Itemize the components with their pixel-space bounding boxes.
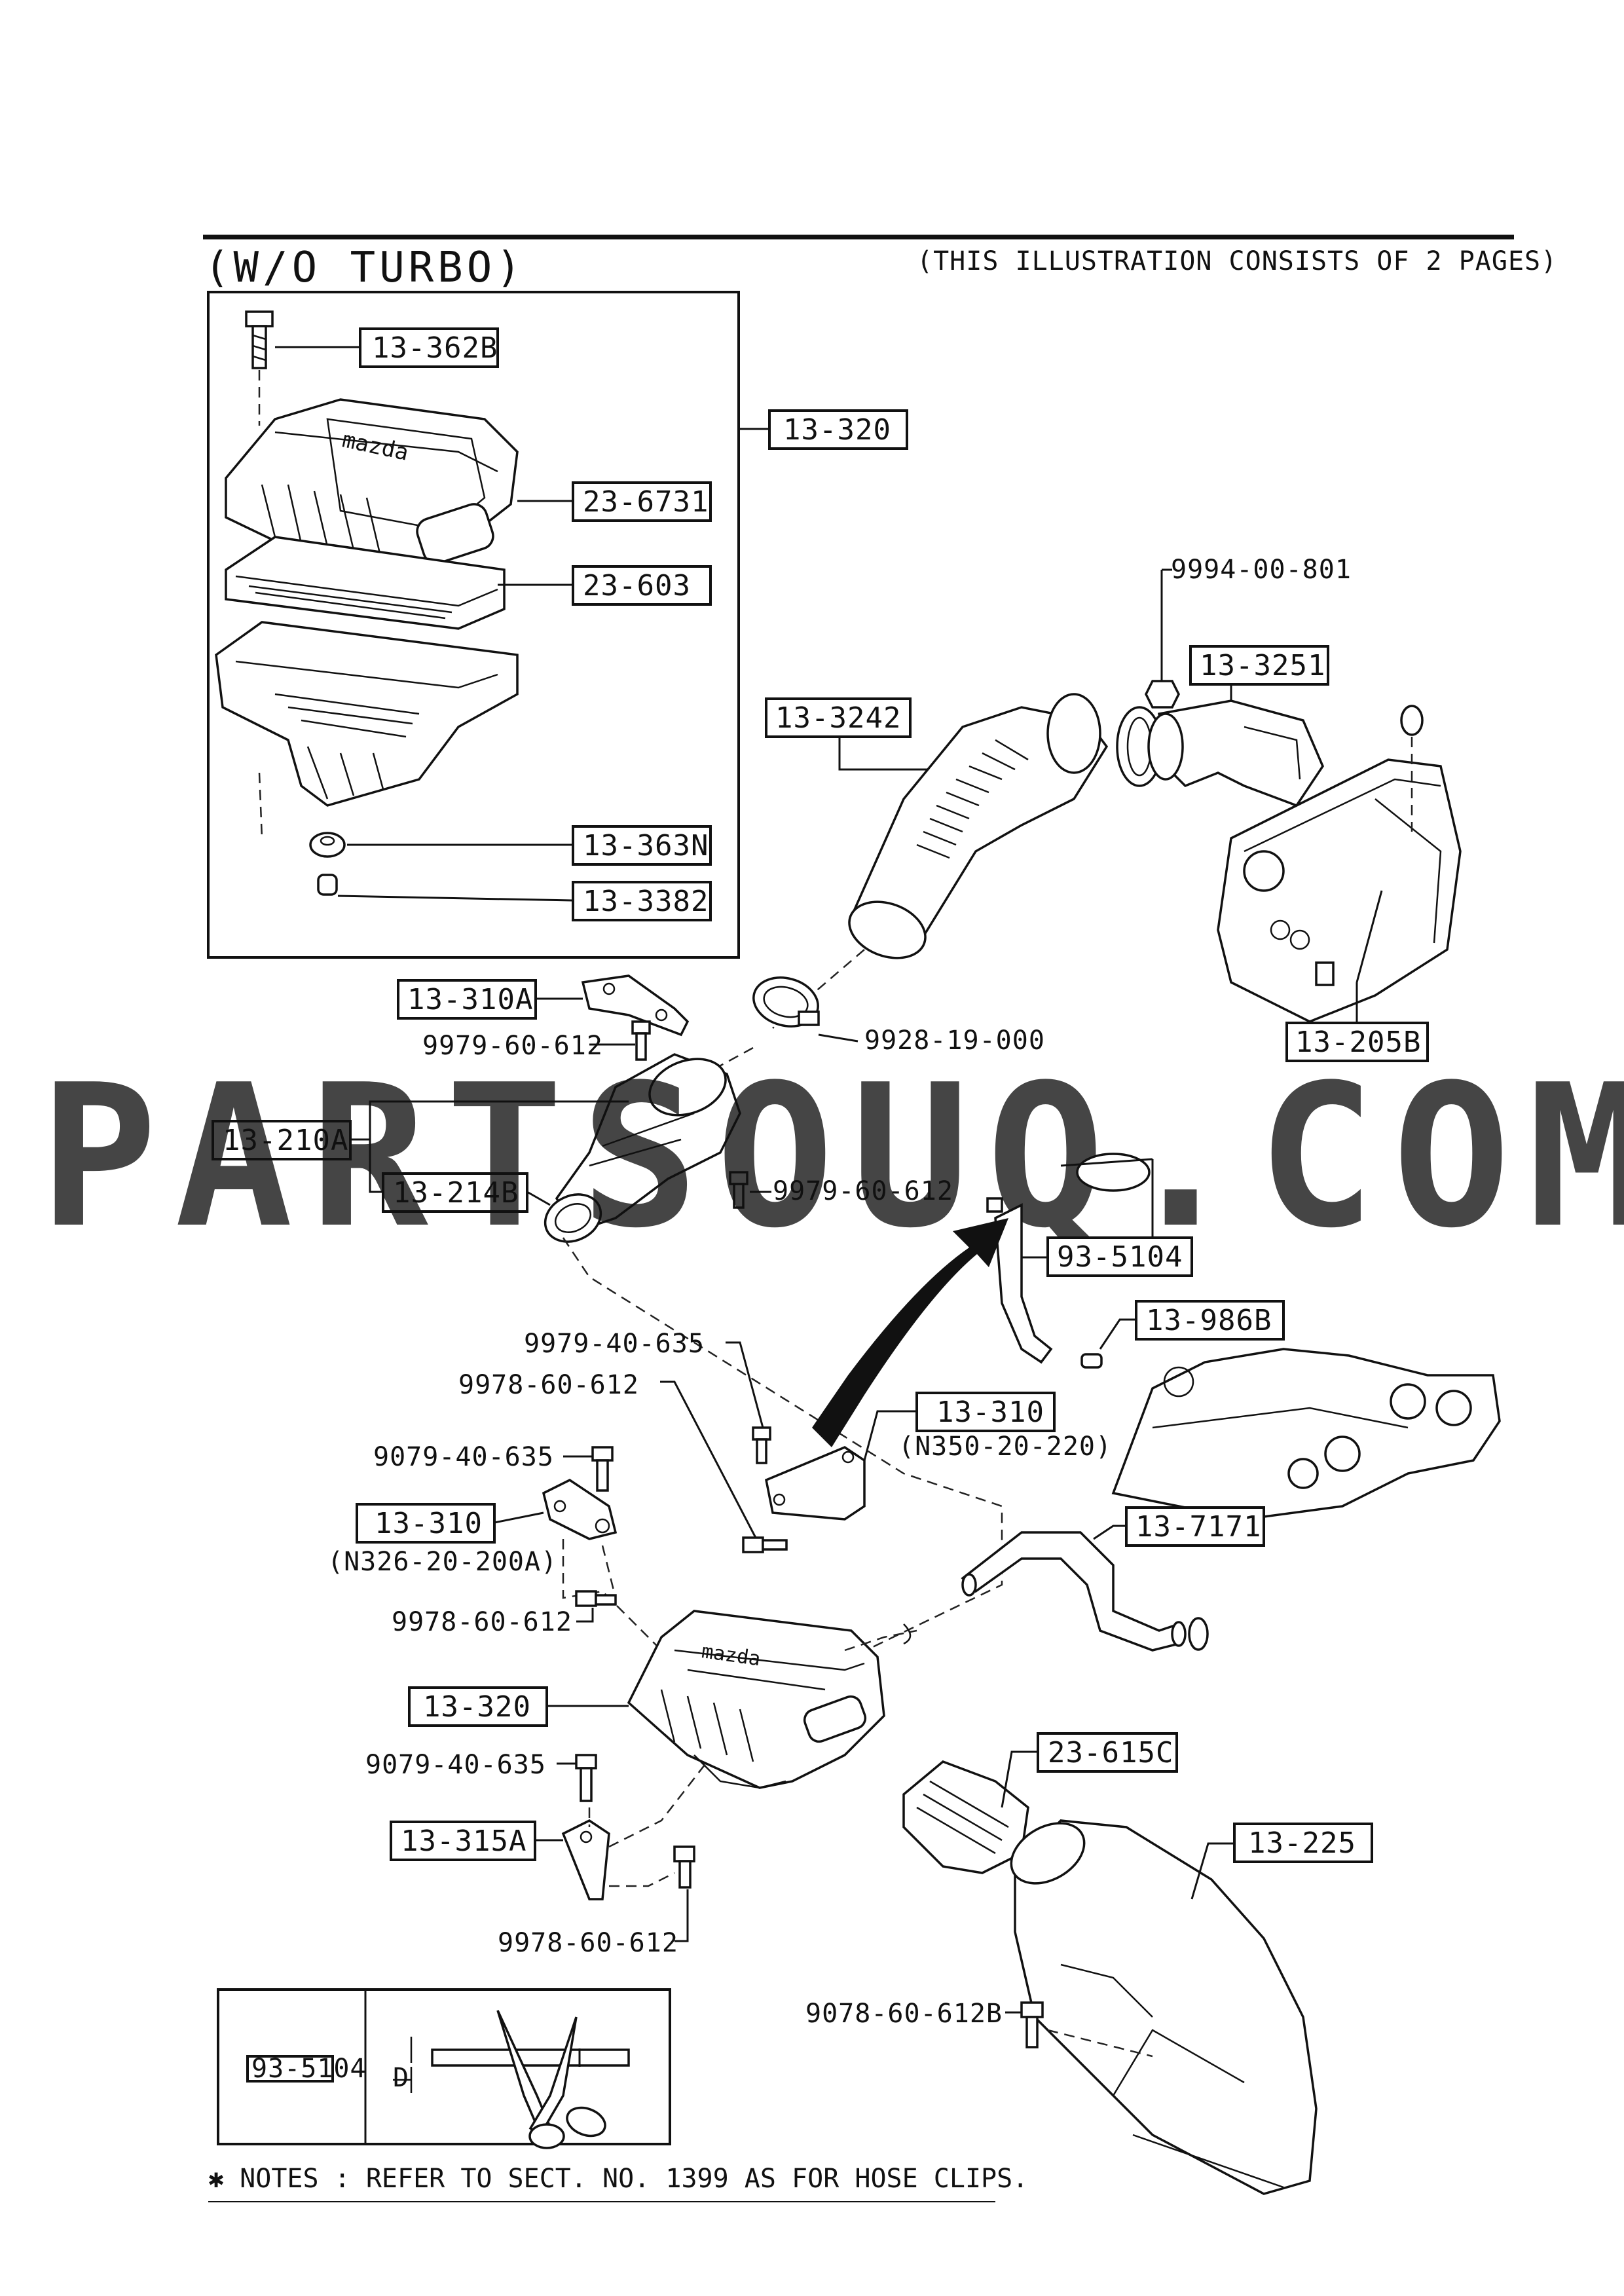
callout-13-310A: 13-310A <box>397 979 537 1020</box>
label-9079-40-635-b: 9079-40-635 <box>365 1750 546 1780</box>
svg-text:23-603: 23-603 <box>583 569 691 602</box>
bracket-icon <box>765 1446 866 1521</box>
callout-13-986B: 13-986B <box>1135 1300 1285 1341</box>
bolt-icon <box>1020 2001 1044 2048</box>
svg-text:13-210A: 13-210A <box>223 1124 348 1157</box>
svg-text:13-3251: 13-3251 <box>1200 649 1325 682</box>
watermark-text: PARTSOUQ.COM <box>39 1043 1624 1271</box>
callout-13-7171: 13-7171 <box>1125 1506 1265 1547</box>
page-subtitle: (THIS ILLUSTRATION CONSISTS OF 2 PAGES) <box>917 246 1557 276</box>
svg-text:13-214B: 13-214B <box>393 1176 519 1210</box>
svg-text:13-310: 13-310 <box>936 1396 1044 1429</box>
air-filter-element-icon <box>225 536 506 630</box>
bolt-icon <box>673 1845 695 1889</box>
label-n326-20-200a: (N326-20-200A) <box>327 1547 557 1577</box>
svg-text:23-6731: 23-6731 <box>583 485 709 519</box>
direction-arrow-icon <box>812 1218 1008 1447</box>
air-cleaner-resonator-icon <box>902 1760 1029 1874</box>
callout-13-315A: 13-315A <box>390 1821 536 1861</box>
svg-text:13-363N: 13-363N <box>583 829 709 862</box>
notes-text: ✱ NOTES : REFER TO SECT. NO. 1399 AS FOR… <box>208 2164 1028 2194</box>
bolt-icon <box>591 1446 614 1492</box>
svg-text:13-320: 13-320 <box>783 413 891 447</box>
bushing-icon <box>317 874 338 896</box>
callout-13-3382: 13-3382 <box>572 881 712 921</box>
svg-text:13-310A: 13-310A <box>407 983 533 1016</box>
svg-text:13-986B: 13-986B <box>1146 1304 1272 1337</box>
svg-text:13-310: 13-310 <box>375 1507 483 1540</box>
bolt-icon <box>742 1536 788 1553</box>
cap-icon <box>1400 705 1424 736</box>
label-9979-60-612-a: 9979-60-612 <box>422 1031 603 1061</box>
air-duct-icon <box>1010 1819 1318 2195</box>
callout-13-363N: 13-363N <box>572 825 712 866</box>
label-9078-60-612B: 9078-60-612B <box>805 1999 1003 2029</box>
rubber-mount-icon <box>309 832 346 858</box>
callout-23-6731: 23-6731 <box>572 481 712 522</box>
callout-13-205B: 13-205B <box>1285 1022 1429 1062</box>
scissors-icon <box>496 2010 606 2149</box>
label-9978-60-612-b: 9978-60-612 <box>392 1607 572 1637</box>
callout-13-210A: 13-210A <box>212 1120 352 1160</box>
callout-13-310-left: 13-310 <box>356 1503 496 1544</box>
svg-text:D: D <box>393 2063 409 2093</box>
callout-13-320-top: 13-320 <box>768 409 908 450</box>
callout-13-3242: 13-3242 <box>765 697 912 738</box>
callout-13-310-right: 13-310 <box>915 1392 1056 1432</box>
hose-clamp-icon <box>1188 1617 1209 1651</box>
page-title: (W/O TURBO) <box>204 244 525 292</box>
engine-head-icon <box>1217 758 1462 1023</box>
bolt-icon <box>575 1754 597 1802</box>
hose-clamp-icon <box>752 976 820 1028</box>
throttle-elbow-icon <box>1147 699 1324 807</box>
bolt-icon <box>631 1020 651 1061</box>
label-9979-60-612-b: 9979-60-612 <box>773 1176 953 1206</box>
bracket-icon <box>561 1819 610 1900</box>
svg-text:23-615C: 23-615C <box>1048 1736 1173 1769</box>
svg-text:13-315A: 13-315A <box>401 1824 526 1858</box>
air-cleaner-case-icon <box>215 621 519 807</box>
air-cleaner-frame <box>207 291 740 959</box>
svg-text:13-320: 13-320 <box>423 1690 531 1724</box>
svg-text:93-5104: 93-5104 <box>1057 1240 1183 1274</box>
bolt-icon <box>752 1426 771 1464</box>
callout-13-320-mid: 13-320 <box>408 1686 548 1727</box>
label-9994-00-801: 9994-00-801 <box>1171 555 1352 585</box>
bolt-icon <box>245 310 274 369</box>
svg-text:13-3382: 13-3382 <box>583 885 709 918</box>
svg-text:13-225: 13-225 <box>1248 1826 1356 1860</box>
label-n350-20-220: (N350-20-220) <box>898 1432 1112 1462</box>
bolt-icon <box>575 1590 617 1607</box>
callout-13-225: 13-225 <box>1233 1823 1373 1863</box>
air-intake-hose-icon <box>848 693 1109 959</box>
fresh-air-duct-icon <box>961 1531 1187 1652</box>
callout-13-214B: 13-214B <box>382 1172 528 1213</box>
callout-23-615C: 23-615C <box>1037 1732 1178 1773</box>
svg-text:13-362B: 13-362B <box>372 331 498 365</box>
plug-icon <box>1080 1353 1103 1369</box>
callout-13-362B: 13-362B <box>359 327 499 368</box>
svg-text:13-205B: 13-205B <box>1295 1026 1421 1059</box>
svg-text:93-5104: 93-5104 <box>251 2054 367 2084</box>
bolt-icon <box>729 1171 748 1209</box>
callout-13-3251: 13-3251 <box>1189 645 1329 686</box>
label-9978-60-612-a: 9978-60-612 <box>458 1370 639 1400</box>
label-9979-40-635: 9979-40-635 <box>524 1329 705 1359</box>
bracket-icon <box>581 974 690 1037</box>
svg-text:13-3242: 13-3242 <box>775 701 901 735</box>
throttle-body-icon <box>544 1053 741 1243</box>
air-cleaner-assembly-icon: mazda <box>627 1610 885 1789</box>
label-9928-19-000: 9928-19-000 <box>864 1026 1045 1056</box>
intake-manifold-icon <box>1111 1348 1501 1521</box>
label-9978-60-612-c: 9978-60-612 <box>498 1928 678 1958</box>
nut-icon <box>1145 680 1180 709</box>
callout-93-5104: 93-5104 <box>1046 1236 1193 1277</box>
hose-cut-inset: 93-5104 D <box>217 1988 671 2149</box>
svg-text:13-7171: 13-7171 <box>1135 1510 1261 1544</box>
bracket-icon <box>542 1478 618 1540</box>
callout-23-603: 23-603 <box>572 565 712 606</box>
label-9079-40-635-a: 9079-40-635 <box>373 1442 554 1472</box>
